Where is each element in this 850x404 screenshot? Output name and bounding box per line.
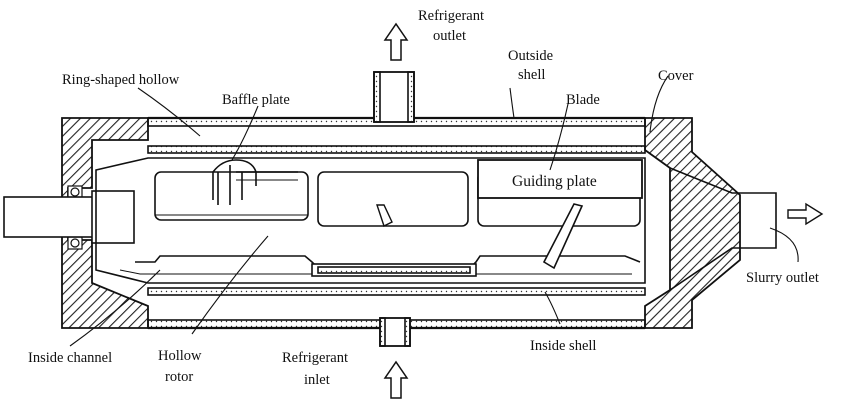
leader-outside-shell [509, 87, 515, 119]
leader-ring-shaped-hollow [137, 87, 201, 137]
label-hollow-rotor-2: rotor [165, 369, 193, 385]
label-refrigerant-inlet-1: Refrigerant [282, 350, 348, 366]
label-refrigerant-inlet-2: inlet [304, 372, 330, 388]
label-cover: Cover [658, 68, 694, 84]
right-cover [644, 117, 741, 329]
leader-baffle-plate [231, 105, 259, 161]
left-bearing-bottom [67, 236, 83, 250]
label-inside-shell: Inside shell [530, 338, 596, 354]
leader-cover [649, 75, 669, 133]
label-outside-shell-1: Outside [508, 48, 553, 64]
label-ring-shaped-hollow: Ring-shaped hollow [62, 72, 180, 88]
leader-inside-channel [69, 269, 161, 347]
label-blade: Blade [566, 92, 600, 108]
refrigerant-inlet-arrow [383, 360, 409, 399]
drive-shaft [3, 196, 97, 238]
label-inside-channel: Inside channel [28, 350, 112, 366]
slurry-outlet-funnel [669, 167, 777, 291]
label-guiding-plate: Guiding plate [512, 173, 597, 190]
label-slurry-outlet: Slurry outlet [746, 270, 819, 286]
slurry-outlet-arrow [787, 202, 824, 226]
lower-angled-blade [542, 203, 584, 270]
inside-shell-top-band [147, 145, 646, 154]
leader-inside-shell [544, 291, 561, 325]
label-refrigerant-outlet-1: Refrigerant [418, 8, 484, 24]
guiding-plate [477, 159, 643, 199]
hollow-rotor-outline [95, 157, 646, 284]
baffle-plate [212, 159, 257, 200]
inside-shell-bottom-band [147, 287, 646, 296]
label-refrigerant-outlet-2: outlet [433, 28, 466, 44]
label-outside-shell-2: shell [518, 67, 545, 83]
leader-blade [549, 103, 569, 171]
refrigerant-outlet-arrow [383, 22, 409, 61]
rotor-cavity-middle [317, 171, 469, 227]
label-hollow-rotor-1: Hollow [158, 348, 202, 364]
label-baffle-plate: Baffle plate [222, 92, 290, 108]
leader-slurry-outlet [769, 227, 799, 263]
leader-hollow-rotor [191, 235, 269, 335]
left-bearing-top [67, 185, 83, 199]
rotor-cavity-left [154, 171, 309, 221]
shaft-coupling [91, 190, 135, 244]
middle-blade [376, 204, 393, 227]
